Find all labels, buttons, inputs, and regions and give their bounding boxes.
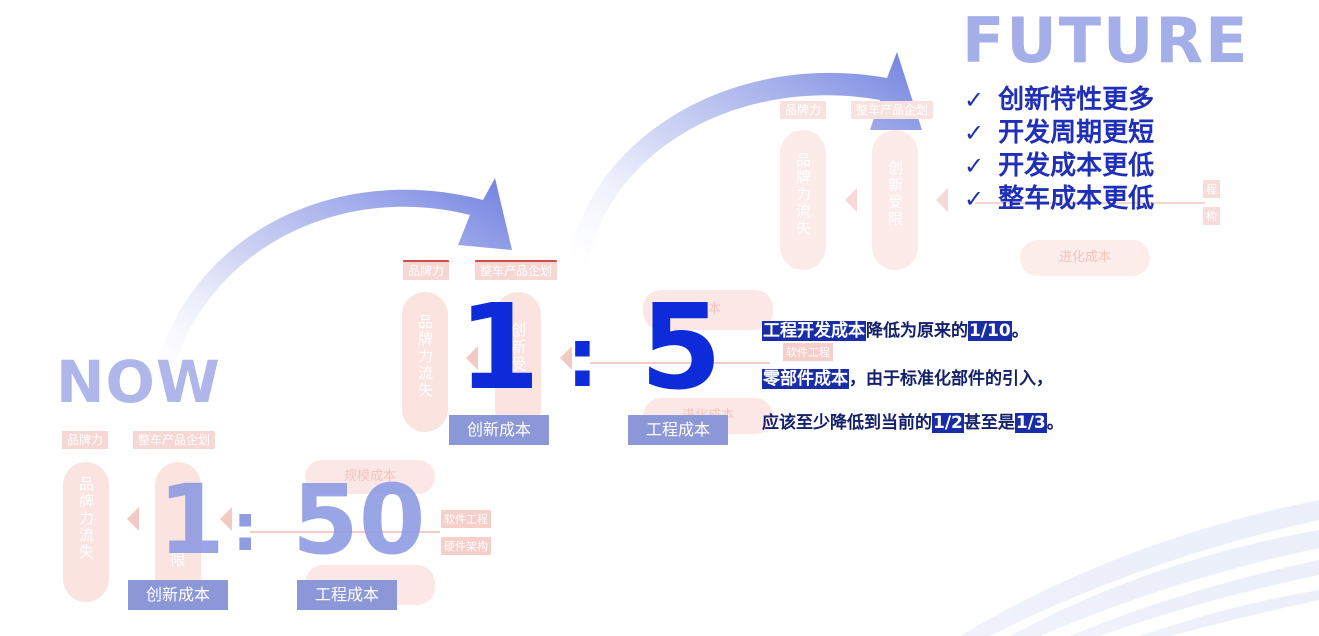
mid-hline — [590, 362, 770, 364]
future-pill-brand-loss: 品牌力流失 — [780, 130, 826, 270]
now-tag-brand: 品牌力 — [62, 431, 109, 449]
mid-pill-brand-loss: 品牌力流失 — [402, 292, 448, 432]
check-icon: ✓ — [964, 119, 985, 147]
mid-chevron-2 — [560, 346, 572, 370]
check-icon: ✓ — [964, 86, 985, 114]
arc-arrow-1 — [150, 178, 512, 395]
future-tag-plan: 整车产品企划 — [851, 101, 934, 119]
description-line-1: 工程开发成本降低为原来的1/10。 — [762, 321, 1029, 341]
now-pill-innov: 限 — [155, 462, 201, 602]
mid-pill-innov: 创新受限 — [495, 292, 541, 432]
mid-pill-top: 成本 — [643, 290, 773, 330]
mid-chevron-1 — [466, 346, 478, 370]
mid-tag-software: 软件工程 — [783, 343, 833, 361]
future-title: FUTURE — [962, 4, 1250, 77]
future-tag-brand: 品牌力 — [780, 101, 827, 119]
now-pill-brand-loss: 品牌力流失 — [63, 462, 109, 602]
future-item-4: ✓整车成本更低 — [964, 184, 1155, 214]
now-pill-top: 规模成本 — [305, 460, 435, 494]
mid-pill-innov-text: 创新受限 — [509, 322, 527, 390]
now-tag-software: 软件工程 — [441, 510, 491, 528]
mid-tag-plan: 整车产品企划 — [475, 260, 558, 280]
now-hline — [250, 531, 440, 533]
mid-ratio-left: 1 — [458, 278, 541, 416]
hl-parts-cost: 零部件成本 — [762, 369, 849, 389]
now-tag-plan: 整车产品企划 — [133, 431, 216, 449]
now-chevron-1 — [127, 507, 139, 531]
future-chevron-2 — [936, 188, 948, 212]
hl-one-tenth: 1/10 — [968, 321, 1012, 341]
now-label-innov-cost: 创新成本 — [128, 580, 228, 610]
now-title: NOW — [56, 348, 221, 416]
now-pill-brand-loss-text: 品牌力流失 — [77, 476, 95, 561]
hl-eng-dev-cost: 工程开发成本 — [762, 321, 866, 341]
future-tag-2: 构 — [1203, 207, 1220, 225]
future-chevron-1 — [845, 188, 857, 212]
mid-ratio-right: 5 — [640, 278, 723, 416]
future-tag-1: 程 — [1203, 180, 1220, 198]
hl-one-half: 1/2 — [932, 413, 964, 433]
future-item-3: ✓开发成本更低 — [964, 151, 1155, 181]
hl-one-third: 1/3 — [1014, 413, 1047, 433]
now-label-eng-cost: 工程成本 — [297, 580, 397, 610]
future-pill-bottom: 进化成本 — [1020, 240, 1150, 276]
now-ratio-right: 50 — [292, 464, 426, 576]
future-item-1: ✓创新特性更多 — [964, 85, 1155, 115]
future-item-2: ✓开发周期更短 — [964, 118, 1155, 148]
mid-label-innov-cost: 创新成本 — [449, 415, 549, 445]
mid-label-eng-cost: 工程成本 — [628, 415, 728, 445]
mid-pill-brand-loss-text: 品牌力流失 — [416, 314, 434, 399]
check-icon: ✓ — [964, 185, 985, 213]
future-list: ✓创新特性更多 ✓开发周期更短 ✓开发成本更低 ✓整车成本更低 — [964, 84, 1154, 216]
now-ratio-left: 1 — [158, 464, 225, 576]
arc-arrow-2 — [565, 52, 922, 280]
future-pill-innov: 创新受限 — [872, 130, 918, 270]
now-tag-hardware: 硬件架构 — [441, 537, 491, 555]
check-icon: ✓ — [964, 152, 985, 180]
description-line-3: 应该至少降低到当前的1/2甚至是1/3。 — [762, 413, 1064, 433]
mid-ratio-colon: : — [566, 311, 599, 406]
now-chevron-2 — [220, 507, 232, 531]
description-line-2: 零部件成本，由于标准化部件的引入， — [762, 369, 1053, 389]
now-ratio-colon: : — [232, 489, 259, 566]
mid-tag-brand: 品牌力 — [403, 260, 450, 280]
future-hline — [975, 202, 1205, 204]
